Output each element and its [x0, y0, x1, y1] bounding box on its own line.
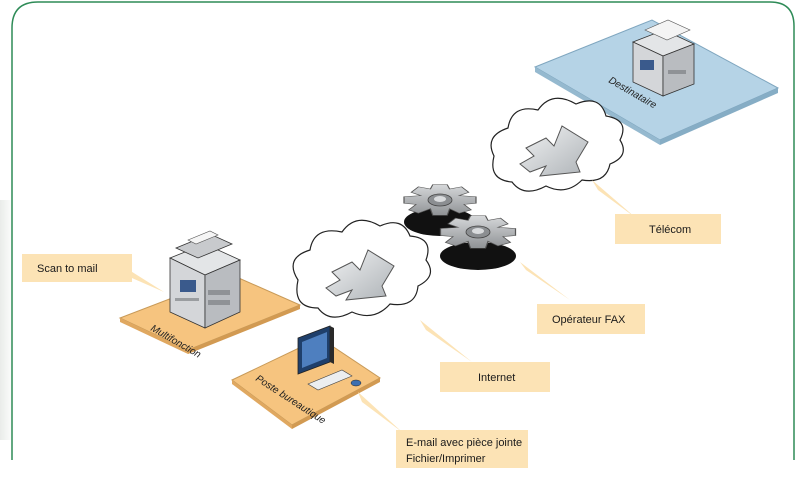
arrow-icon-telecom — [519, 125, 589, 177]
callout-pointers — [110, 180, 636, 432]
diagram-frame — [11, 1, 795, 460]
left-shade — [0, 200, 14, 440]
poste-bureautique-platform: Poste bureautique — [231, 337, 381, 429]
label-scan-to-mail: Scan to mail — [22, 254, 132, 282]
multifunction-printer-icon — [169, 230, 241, 329]
desktop-computer-icon — [297, 325, 362, 391]
telecom-text: Télécom — [649, 224, 691, 236]
arrow-icon-internet — [325, 249, 395, 301]
gear-icon-1 — [403, 184, 477, 236]
fax-machine-icon — [631, 19, 696, 97]
label-telecom: Télécom — [615, 214, 721, 244]
scan-to-mail-text: Scan to mail — [37, 263, 98, 275]
internet-text: Internet — [478, 372, 515, 384]
operateur-fax-text: Opérateur FAX — [552, 314, 626, 326]
label-internet: Internet — [440, 362, 550, 392]
email-line2-text: Fichier/Imprimer — [406, 453, 486, 465]
label-email: E-mail avec pièce jointe Fichier/Imprime… — [396, 430, 528, 468]
gear-icon-2 — [439, 215, 517, 270]
email-line1-text: E-mail avec pièce jointe — [406, 437, 522, 449]
label-operateur-fax: Opérateur FAX — [537, 304, 645, 334]
